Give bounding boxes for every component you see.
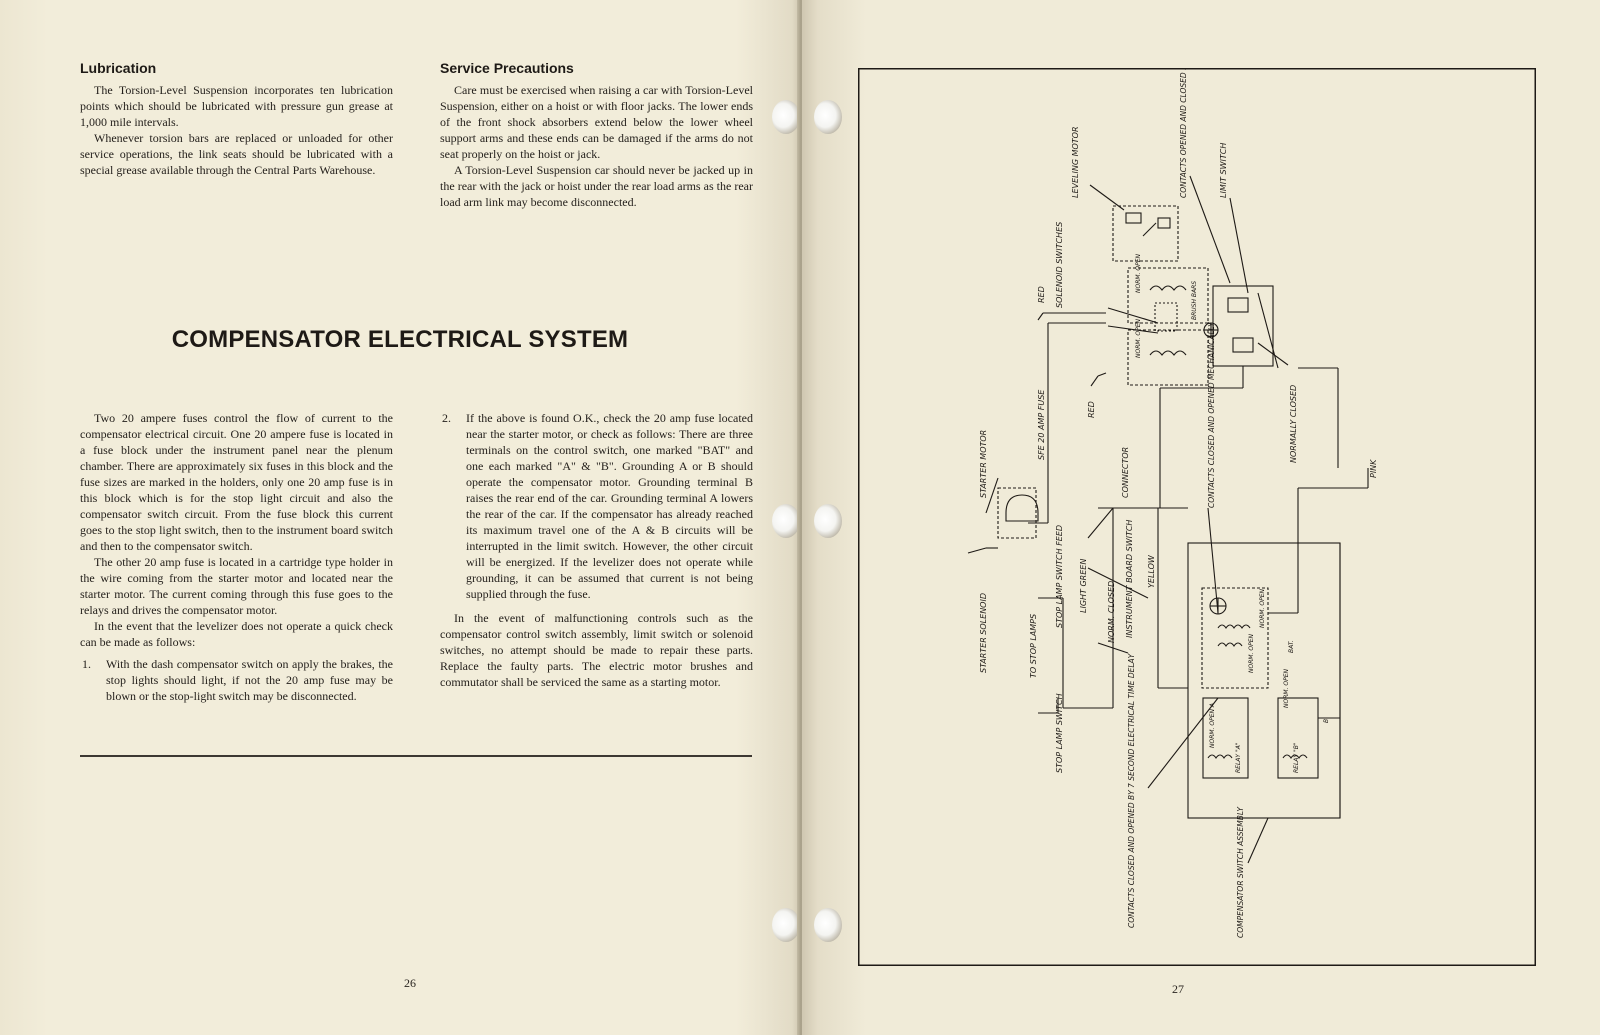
check-list-part-1: 1. With the dash compensator switch on ap…	[80, 656, 393, 704]
label-norm-open-small: NORM. OPEN	[1135, 253, 1142, 293]
label-light-green: LIGHT GREEN	[1079, 559, 1088, 613]
coil	[1125, 212, 1142, 224]
body-paragraph: In the event that the levelizer does not…	[80, 619, 393, 649]
label-stop-lamp-switch-feed: STOP LAMP SWITCH FEED	[1055, 525, 1064, 628]
label-bat: BAT.	[1288, 640, 1295, 653]
label-compensator-switch-assembly: COMPENSATOR SWITCH ASSEMBLY	[1236, 806, 1245, 938]
label-norm-closed: NORM. CLOSED	[1107, 581, 1116, 643]
compensator-switch-box	[1187, 542, 1341, 819]
lubrication-heading: Lubrication	[80, 60, 157, 76]
relay-b-box	[1277, 697, 1319, 779]
label-sfe-fuse: SFE 20 AMP FUSE	[1037, 389, 1046, 460]
binder-hole-icon	[772, 908, 800, 942]
label-contacts-opened: CONTACTS OPENED AND CLOSED MECHANICALLY	[1179, 68, 1188, 198]
label-limit-switch: LIMIT SWITCH	[1219, 143, 1228, 198]
label-contacts-closed-mech: CONTACTS CLOSED AND OPENED MECHANICALLY	[1207, 321, 1216, 508]
service-precautions-text: Care must be exercised when raising a ca…	[440, 82, 753, 210]
solenoid-switch-upper	[1127, 267, 1209, 324]
label-b: B	[1323, 719, 1330, 723]
list-item: 2. If the above is found O.K., check the …	[440, 410, 753, 602]
leveling-motor-box	[1112, 205, 1179, 262]
label-brush-bars: BRUSH BARS	[1191, 281, 1198, 320]
binder-hole-icon	[772, 100, 800, 134]
label-norm-open: NORM. OPEN	[1259, 588, 1266, 628]
binder-hole-icon	[814, 908, 842, 942]
relay-a-box	[1202, 697, 1249, 779]
wiring-diagram: STARTER MOTOR SFE 20 AMP FUSE RED RED SO…	[858, 68, 1536, 966]
body-paragraph: In the event of malfunctioning controls …	[440, 611, 753, 689]
label-norm-open-1: NORM. OPEN	[1248, 633, 1255, 673]
label-leveling-motor: LEVELING MOTOR	[1071, 126, 1080, 198]
page-26: Lubrication The Torsion-Level Suspension…	[0, 0, 800, 1035]
binder-hole-icon	[772, 504, 800, 538]
label-pink: PINK	[1369, 459, 1378, 478]
label-starter-motor: STARTER MOTOR	[979, 430, 988, 498]
label-norm-open-2: NORM. OPEN	[1283, 668, 1290, 708]
column-2: 2. If the above is found O.K., check the …	[440, 410, 753, 690]
label-norm-open-a: NORM. OPEN A	[1209, 703, 1216, 748]
label-norm-open-3: NORM. OPEN	[1135, 318, 1142, 358]
starter-motor-symbol	[1005, 494, 1039, 522]
list-item: 1. With the dash compensator switch on ap…	[80, 656, 393, 704]
label-starter-solenoid: STARTER SOLENOID	[979, 593, 988, 673]
section-title: COMPENSATOR ELECTRICAL SYSTEM	[171, 326, 629, 353]
label-instrument-board-switch: INSTRUMENT BOARD SWITCH	[1125, 520, 1134, 638]
label-contacts-time-delay: CONTACTS CLOSED AND OPENED BY 7 SECOND E…	[1127, 652, 1136, 928]
check-list-part-2: 2. If the above is found O.K., check the …	[440, 410, 753, 602]
page-number: 26	[404, 976, 416, 990]
lubrication-paragraph: The Torsion-Level Suspension incorporate…	[80, 83, 393, 129]
label-relay-b: RELAY "B"	[1293, 742, 1300, 773]
label-stop-lamp-switch: STOP LAMP SWITCH	[1055, 693, 1064, 773]
label-red-bottom: RED	[1087, 401, 1096, 418]
column-1: Two 20 ampere fuses control the flow of …	[80, 410, 393, 704]
label-to-stop-lamps: TO STOP LAMPS	[1029, 614, 1038, 678]
page-number: 27	[1172, 982, 1184, 996]
binder-hole-icon	[814, 100, 842, 134]
lubrication-text: The Torsion-Level Suspension incorporate…	[80, 82, 393, 178]
solenoid-switch-lower	[1127, 329, 1209, 386]
label-normally-closed: NORMALLY CLOSED	[1289, 385, 1298, 463]
service-paragraph: A Torsion-Level Suspension car should ne…	[440, 163, 753, 209]
service-paragraph: Care must be exercised when raising a ca…	[440, 83, 753, 161]
label-yellow: YELLOW	[1147, 554, 1156, 588]
diagram-labels: STARTER MOTOR SFE 20 AMP FUSE RED RED SO…	[979, 68, 1378, 938]
list-number: 2.	[442, 411, 451, 425]
diagram-border	[858, 68, 1536, 966]
label-solenoid-switches: SOLENOID SWITCHES	[1055, 222, 1064, 308]
label-connector: CONNECTOR	[1121, 447, 1130, 498]
service-precautions-heading: Service Precautions	[440, 60, 574, 76]
list-text: With the dash compensator switch on appl…	[106, 657, 393, 703]
binder-hole-icon	[814, 504, 842, 538]
label-red-top: RED	[1037, 286, 1046, 303]
coil	[1157, 217, 1171, 229]
book-gutter	[797, 0, 805, 1035]
body-paragraph: The other 20 amp fuse is located in a ca…	[80, 555, 393, 617]
lubrication-paragraph: Whenever torsion bars are replaced or un…	[80, 131, 393, 177]
label-relay-a: RELAY "A"	[1235, 742, 1242, 773]
list-number: 1.	[82, 657, 91, 671]
page-27: 27	[802, 0, 1600, 1035]
wires	[967, 175, 1369, 864]
horizontal-rule	[80, 755, 752, 757]
body-paragraph: Two 20 ampere fuses control the flow of …	[80, 411, 393, 553]
list-text: If the above is found O.K., check the 20…	[466, 411, 753, 601]
